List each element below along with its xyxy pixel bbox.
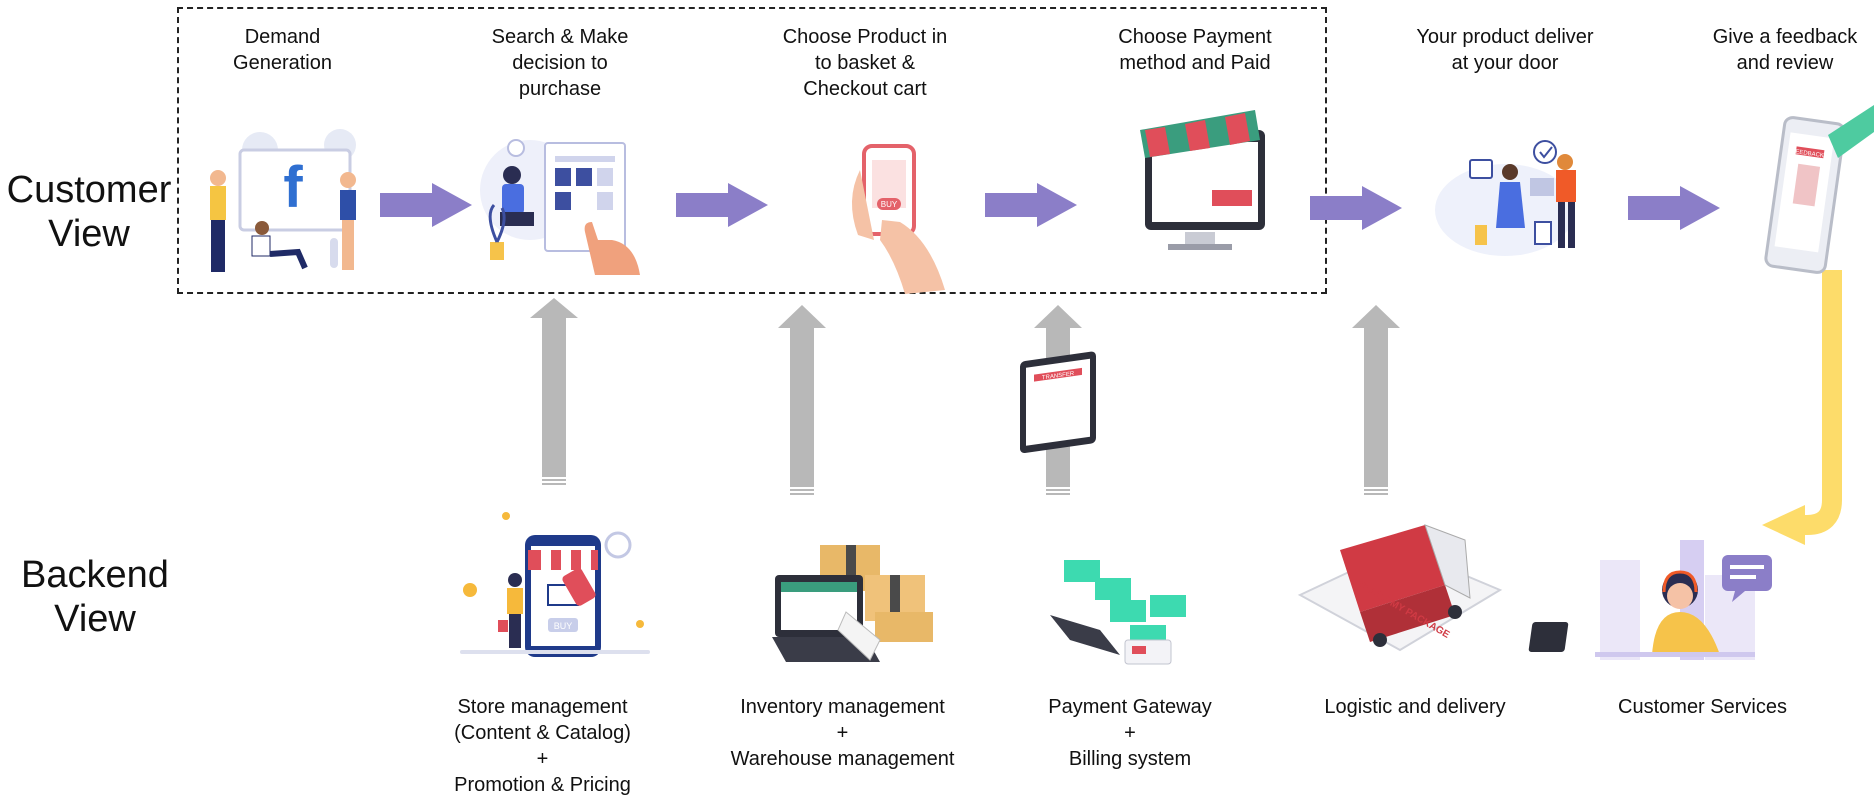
feedback-text: FEEDBACK: [1791, 149, 1824, 159]
basket-illustration: BUY: [851, 144, 945, 294]
logistic-illustration: TRACK MY PACKAGE: [1297, 524, 1503, 652]
step-label-payment: Choose Payment method and Paid: [1118, 26, 1272, 74]
facebook-icon: f: [283, 155, 303, 220]
delivery-illustration: [1435, 140, 1576, 256]
backend-label-inventory: Inventory management + Warehouse managem…: [730, 696, 955, 770]
flow-arrow-2: [676, 183, 768, 227]
search-illustration: [480, 139, 640, 275]
step-label-deliver: Your product deliver at your door: [1416, 26, 1594, 74]
service-arrow: [1800, 270, 1842, 535]
inventory-illustration: [772, 545, 933, 662]
store-illustration: BUY: [460, 512, 650, 657]
backend-label-logistic: Logistic and delivery: [1324, 696, 1506, 718]
truck-icon: [1340, 525, 1445, 612]
service-arrow-head: [1762, 505, 1805, 545]
flow-arrow-4: [1310, 186, 1402, 230]
support-arrow-logistic: [1352, 305, 1400, 495]
demand-illustration: f: [210, 129, 356, 272]
backend-label-service: Customer Services: [1618, 696, 1787, 718]
backend-view-label: Backend View: [21, 554, 169, 640]
backend-label-payment: Payment Gateway + Billing system: [1048, 696, 1212, 770]
buy-tag-text: BUY: [881, 200, 898, 209]
flow-arrow-1: [380, 183, 472, 227]
support-arrow-inventory: [778, 305, 826, 495]
step-label-demand: Demand Generation: [233, 26, 332, 74]
step-label-feedback: Give a feedback and review: [1712, 26, 1858, 74]
payment-illustration: [1140, 110, 1265, 250]
transfer-text: TRANSFER: [1042, 371, 1075, 382]
backend-label-store: Store management (Content & Catalog) + P…: [454, 696, 631, 796]
customer-view-label: Customer View: [6, 169, 172, 255]
store-buy-text: BUY: [554, 621, 573, 631]
step-label-basket: Choose Product in to basket & Checkout c…: [782, 26, 948, 100]
flow-arrow-5: [1628, 186, 1720, 230]
shopping-cart-icon: [1469, 159, 1493, 179]
feedback-illustration: FEEDBACK: [1764, 105, 1874, 274]
step-label-search: Search & Make decision to purchase: [491, 26, 629, 100]
support-arrow-store: [530, 298, 578, 485]
gateway-illustration: TRANSFER: [1020, 351, 1186, 665]
flow-arrows: [380, 183, 1720, 230]
service-illustration: [1528, 540, 1772, 660]
headset-icon: [1662, 570, 1698, 593]
customer-journey-boundary: [177, 7, 1327, 294]
flow-arrow-3: [985, 183, 1077, 227]
box-icon: [1530, 178, 1554, 196]
support-arrows: [530, 298, 1400, 495]
